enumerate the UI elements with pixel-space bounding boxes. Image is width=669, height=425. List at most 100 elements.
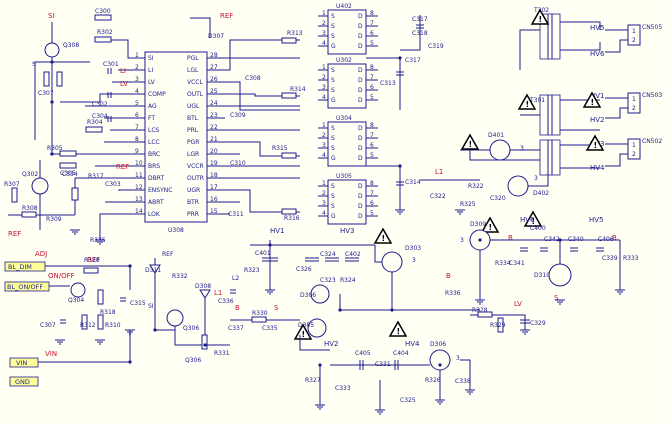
ic-pin-name: PRR [187, 211, 199, 218]
transistor [70, 282, 86, 298]
mosfet-pin-name: D [358, 125, 363, 132]
connector-pin: 1 [632, 142, 636, 149]
ref-label: R324 [340, 277, 356, 284]
ic-pin-name: ENSYNC [148, 187, 172, 194]
mosfet-pin-number: 8 [370, 10, 374, 17]
resistor [59, 150, 77, 157]
mosfet-ref: U302 [336, 57, 352, 64]
ic-pin-name: BRC [148, 151, 160, 158]
ic-pin-name: BTL [187, 115, 199, 122]
ref-label: R313 [287, 30, 303, 37]
ref-label: R315 [272, 145, 288, 152]
warning-icon: ! [585, 134, 605, 151]
ref-label: C339 [602, 255, 618, 262]
ground-symbol [435, 399, 445, 405]
net-label: S [274, 304, 279, 312]
ref-label: R307 [4, 181, 20, 188]
controller-ic-ref: U308 [168, 227, 184, 234]
ref-label: C319 [428, 43, 444, 50]
mosfet-pin-name: D [358, 183, 363, 190]
mosfet-pin-number: 2 [322, 190, 326, 197]
ic-pin-number: 9 [135, 148, 139, 155]
net-label: B [612, 234, 617, 242]
mosfet-pin-name: G [331, 213, 336, 220]
ref-label: D303 [405, 245, 421, 252]
warning-glyph: ! [591, 98, 595, 107]
warning-glyph: ! [526, 100, 530, 109]
resistor [477, 311, 493, 318]
mosfet-pin-name: D [358, 77, 363, 84]
ic-pin-name: BRS [148, 163, 160, 170]
transformer-core [539, 139, 561, 176]
junction-dot [153, 328, 157, 332]
resistor [201, 334, 208, 350]
junction-dot [390, 308, 394, 312]
ref-label: C300 [95, 8, 111, 15]
mosfet-pin-name: S [331, 145, 335, 152]
transistor [507, 175, 529, 197]
resistor [11, 187, 18, 203]
mosfet-pin-name: S [331, 125, 335, 132]
junction-dot [478, 238, 482, 242]
ic-pin-name: AG [148, 103, 157, 110]
ref-label: C401 [255, 250, 271, 257]
warning-glyph: ! [382, 234, 386, 243]
net-label-hv2: HV2 [324, 340, 339, 348]
ic-pin-number: 16 [210, 196, 218, 203]
ic-pin-number: 23 [210, 112, 218, 119]
mosfet-pin-number: 7 [370, 190, 374, 197]
connector-pin: 2 [632, 37, 636, 44]
ref-label: R323 [244, 267, 260, 274]
mosfet-pin-number: 4 [322, 94, 326, 101]
warning-glyph: ! [397, 327, 401, 336]
warning-glyph: ! [489, 223, 493, 232]
mosfet-pin-number: 6 [370, 142, 374, 149]
net-label: SI [148, 303, 154, 310]
connector-pin: 1 [632, 96, 636, 103]
mosfet-pin-number: 3 [322, 200, 326, 207]
ref-label: C307 [38, 90, 54, 97]
ic-pin-name: ABRT [148, 199, 164, 206]
mosfet-pin-name: D [358, 155, 363, 162]
gnd-port[interactable] [9, 376, 39, 387]
net-label: L1 [214, 289, 222, 297]
junction-dot [50, 152, 54, 156]
bl-onoff-label: BL_ON/OFF [7, 283, 43, 291]
mosfet-pin-number: 4 [322, 40, 326, 47]
mosfet-pin-number: 2 [322, 74, 326, 81]
ic-pin-number: 2 [135, 64, 139, 71]
ref-label: C404 [393, 350, 409, 357]
ref-label: D306 [300, 292, 316, 299]
net-label: B [446, 272, 451, 280]
warning-glyph: ! [594, 141, 598, 150]
net-label-hv5: HV5 [589, 216, 604, 224]
ic-pin-number: 8 [135, 136, 139, 143]
ref-label: C337 [228, 325, 244, 332]
ref-label: C301 [103, 61, 119, 68]
warning-icon: ! [460, 133, 480, 150]
transistor [307, 318, 327, 338]
ground-symbol [520, 329, 530, 335]
ic-pin-name: OUTL [187, 91, 204, 98]
junction-dot [398, 56, 402, 60]
ic-pin-name: FT [148, 115, 155, 122]
ic-pin-name: LV [148, 79, 156, 86]
mosfet-pin-number: 6 [370, 200, 374, 207]
net-label-vin: VIN [45, 350, 57, 358]
ref-label: R304 [87, 119, 103, 126]
ref-label: R322 [468, 183, 484, 190]
mosfet-pin-number: 7 [370, 20, 374, 27]
ref-label: R314 [290, 86, 306, 93]
ref-label: R310 [105, 322, 121, 329]
mosfet-pin-name: D [358, 97, 363, 104]
ground-symbol [395, 209, 405, 215]
ground-symbol [375, 409, 385, 415]
transistor [44, 42, 60, 58]
mosfet-pin-number: 5 [370, 94, 374, 101]
